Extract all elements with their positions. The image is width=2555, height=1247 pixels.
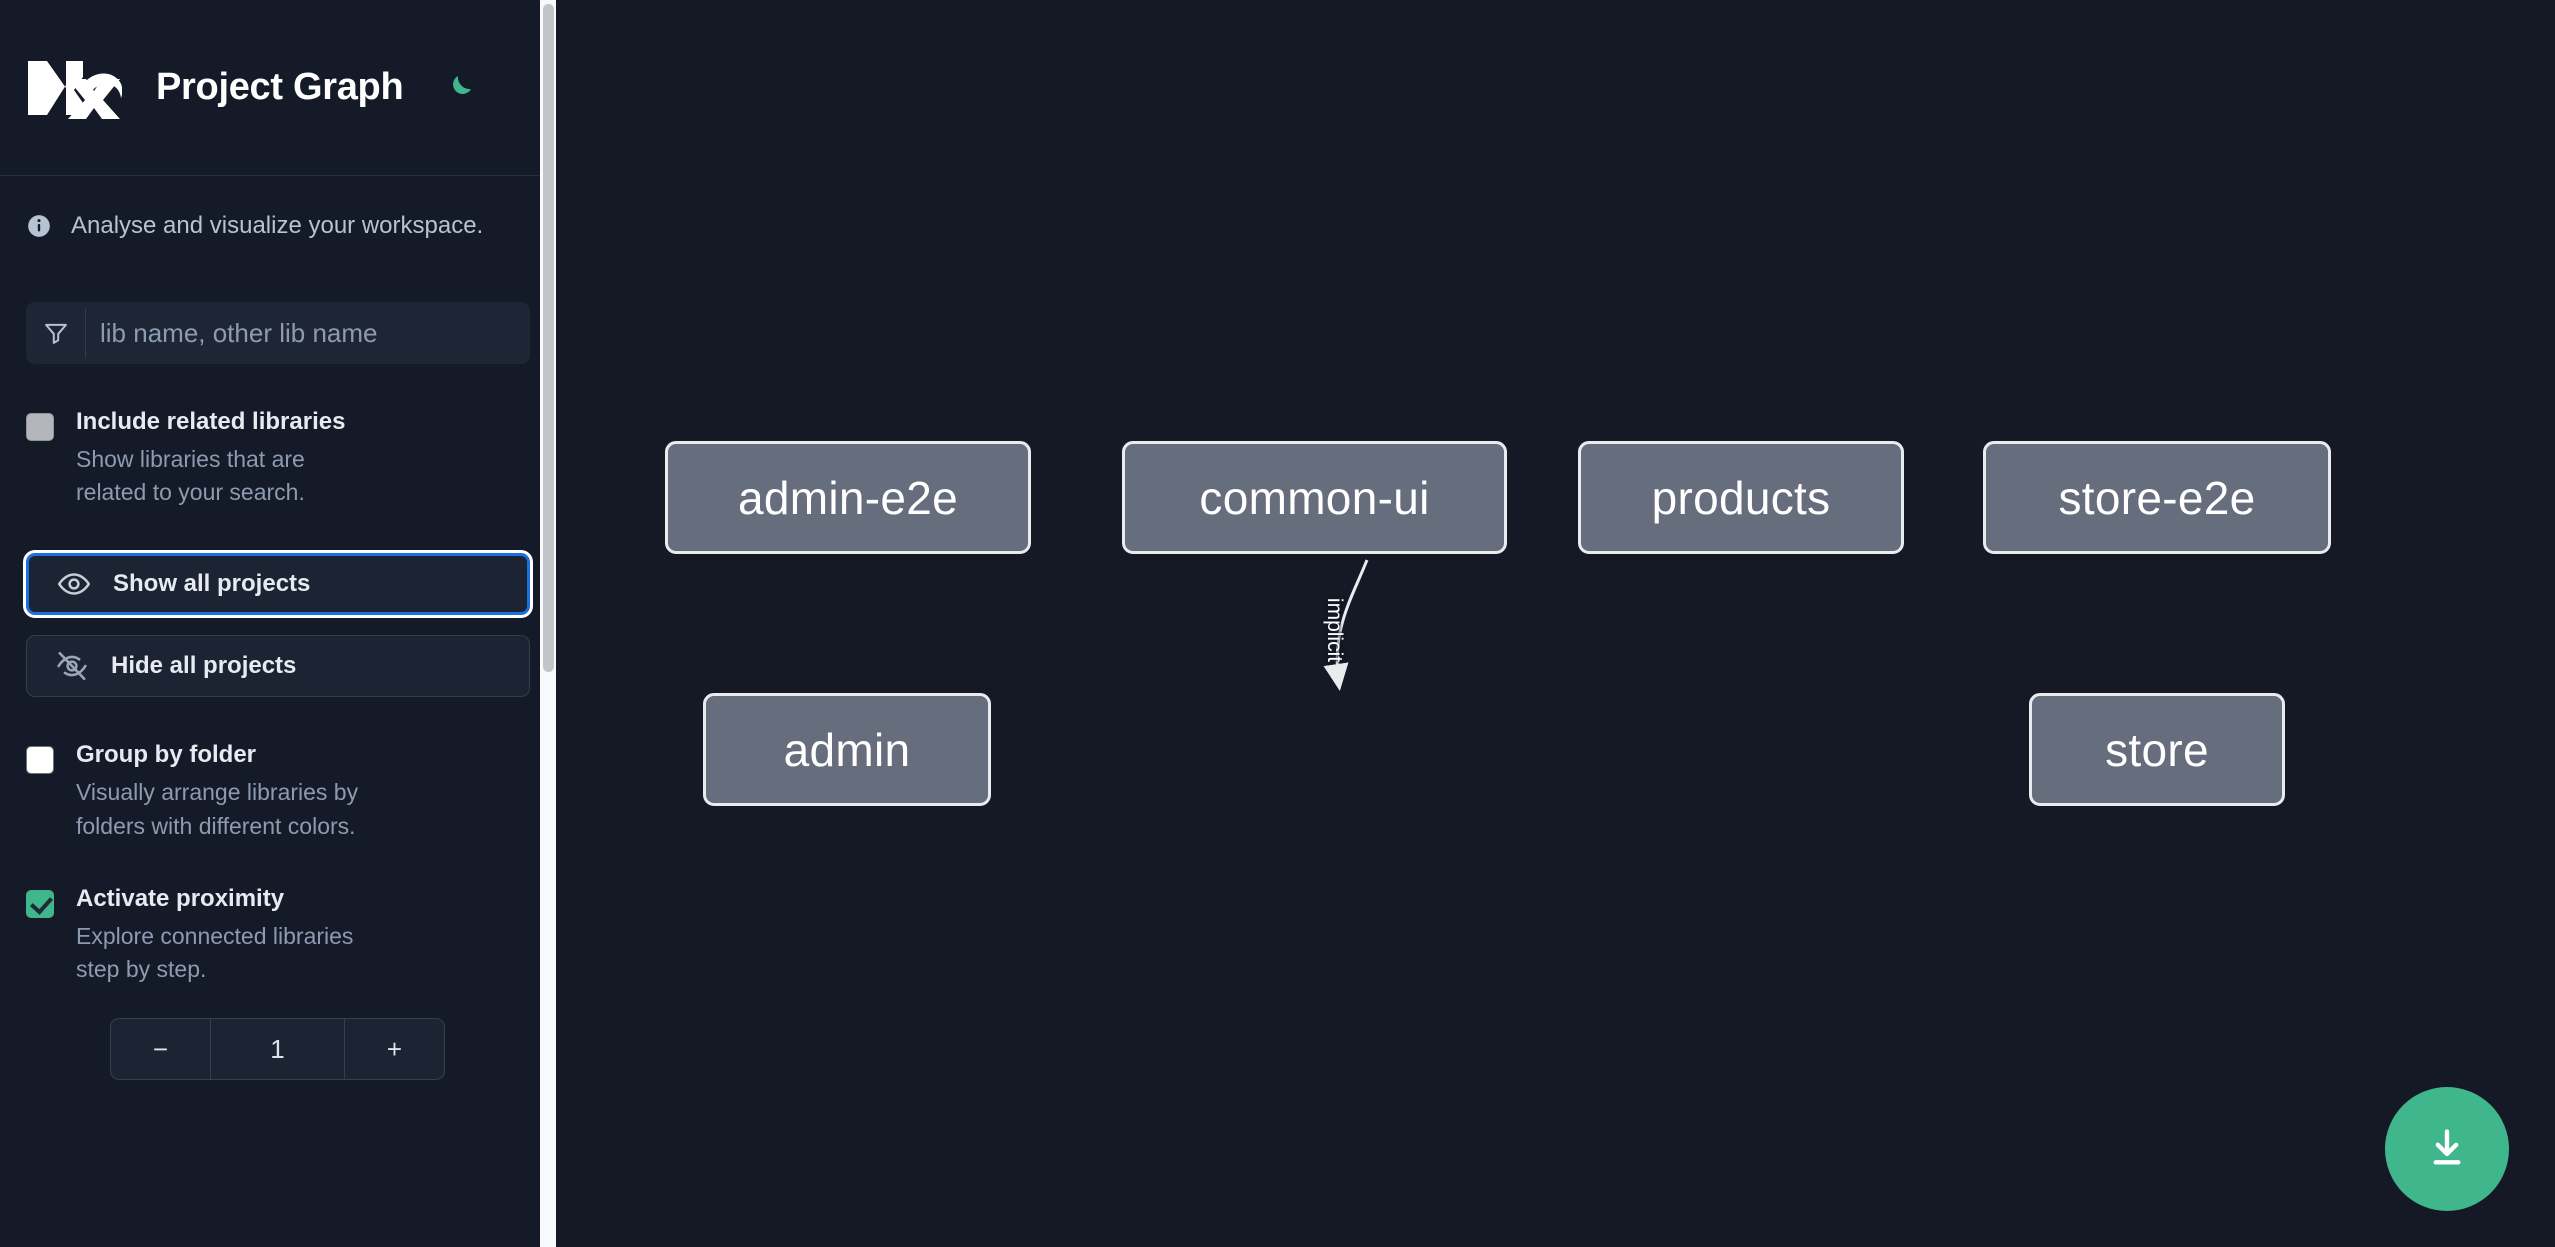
sidebar-scrollbar[interactable] xyxy=(540,0,556,1247)
moon-icon[interactable] xyxy=(439,68,479,108)
sidebar-header: Project Graph xyxy=(0,0,556,176)
graph-node-admin-e2e[interactable]: admin-e2e xyxy=(665,441,1031,554)
filter-field[interactable] xyxy=(26,302,530,364)
graph-node-store-e2e[interactable]: store-e2e xyxy=(1983,441,2331,554)
download-icon xyxy=(2433,1129,2461,1165)
proximity-stepper[interactable]: − 1 + xyxy=(110,1018,445,1081)
option-label: Activate proximity xyxy=(76,884,285,912)
show-all-projects-button[interactable]: Show all projects xyxy=(26,553,530,616)
hide-all-projects-label: Hide all projects xyxy=(111,652,297,680)
graph-node-common-ui[interactable]: common-ui xyxy=(1122,441,1507,554)
stepper-decrement-button[interactable]: − xyxy=(111,1019,211,1080)
search-input[interactable] xyxy=(86,302,530,364)
filter-funnel-icon xyxy=(26,302,86,364)
graph-node-products[interactable]: products xyxy=(1578,441,1904,554)
graph-node-store[interactable]: store xyxy=(2029,693,2285,806)
graph-canvas[interactable]: admin-e2e common-ui products store-e2e a… xyxy=(556,0,2555,1247)
option-description: Show libraries that are related to your … xyxy=(76,445,305,506)
graph-edges xyxy=(1323,559,1369,691)
option-group-by-folder[interactable]: Group by folder Visually arrange librari… xyxy=(0,741,556,842)
info-icon xyxy=(28,215,50,237)
sidebar-scrollbar-thumb[interactable] xyxy=(543,4,554,672)
option-activate-proximity[interactable]: Activate proximity Explore connected lib… xyxy=(0,885,556,986)
option-label: Include related libraries xyxy=(76,408,346,435)
option-include-related-libraries[interactable]: Include related libraries Show libraries… xyxy=(0,408,556,509)
include-related-libraries-checkbox[interactable] xyxy=(26,413,54,441)
option-label: Group by folder xyxy=(76,741,256,769)
eye-icon xyxy=(57,573,91,596)
sidebar: Project Graph Analyse and visualize your… xyxy=(0,0,556,1247)
nx-logo xyxy=(28,60,122,119)
page-title: Project Graph xyxy=(156,66,404,108)
show-all-projects-label: Show all projects xyxy=(113,570,311,598)
eye-off-icon xyxy=(57,652,87,681)
graph-node-admin[interactable]: admin xyxy=(703,693,991,806)
option-text: Include related libraries Show libraries… xyxy=(76,408,376,509)
option-description: Explore connected libraries step by step… xyxy=(76,922,354,983)
stepper-increment-button[interactable]: + xyxy=(344,1019,444,1080)
tagline-row: Analyse and visualize your workspace. xyxy=(0,176,556,240)
group-by-folder-checkbox[interactable] xyxy=(26,746,54,775)
download-graph-button[interactable] xyxy=(2385,1087,2509,1211)
option-text: Group by folder Visually arrange librari… xyxy=(76,741,376,842)
activate-proximity-checkbox[interactable] xyxy=(26,889,54,918)
stepper-value: 1 xyxy=(270,1033,285,1064)
edge-label-implicit-admin: implicit xyxy=(1323,597,1347,663)
hide-all-projects-button[interactable]: Hide all projects xyxy=(26,635,530,698)
option-description: Visually arrange libraries by folders wi… xyxy=(76,779,359,839)
option-text: Activate proximity Explore connected lib… xyxy=(76,885,376,986)
tagline-text: Analyse and visualize your workspace. xyxy=(71,212,484,239)
